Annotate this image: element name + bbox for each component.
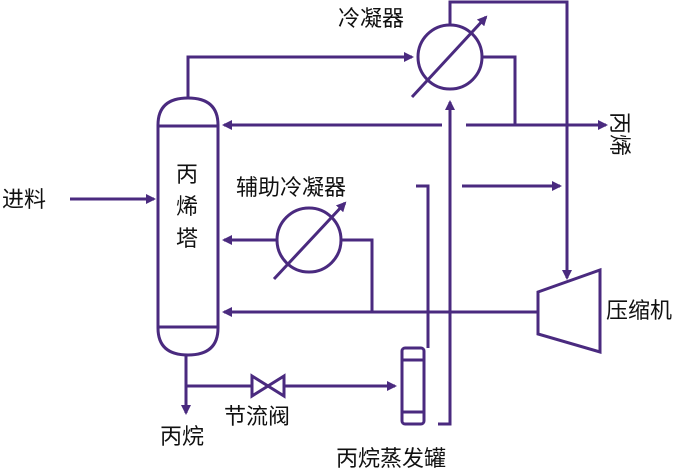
compressor-label: 压缩机 <box>606 299 672 324</box>
compressor-symbol <box>536 267 602 354</box>
tower-label-1: 丙 <box>176 163 198 188</box>
aux-condenser-line <box>341 238 374 312</box>
aux-condenser-label: 辅助冷凝器 <box>236 176 346 201</box>
throttle-valve-symbol <box>250 373 286 399</box>
propylene-out-label: 丙烯 <box>606 112 631 156</box>
compressor-suction-line <box>448 0 572 280</box>
tower-label-2: 烯 <box>176 195 198 220</box>
evaporator-symbol <box>400 346 426 426</box>
propylene-tower <box>156 96 220 357</box>
overhead-vapor-line <box>186 52 414 98</box>
aux-condenser-symbol <box>272 201 347 281</box>
evaporator-feed-line <box>416 184 430 348</box>
throttle-valve-label: 节流阀 <box>224 405 290 430</box>
propane-out-label: 丙烷 <box>160 425 204 450</box>
tower-label-3: 塔 <box>176 227 198 252</box>
evaporator-vapor-riser <box>438 100 455 426</box>
condenser-symbol <box>410 15 488 99</box>
feed-label: 进料 <box>2 188 46 213</box>
condenser-label: 冷凝器 <box>338 7 404 32</box>
evaporator-label: 丙烷蒸发罐 <box>336 447 446 472</box>
condenser-outlet-line <box>482 55 517 125</box>
